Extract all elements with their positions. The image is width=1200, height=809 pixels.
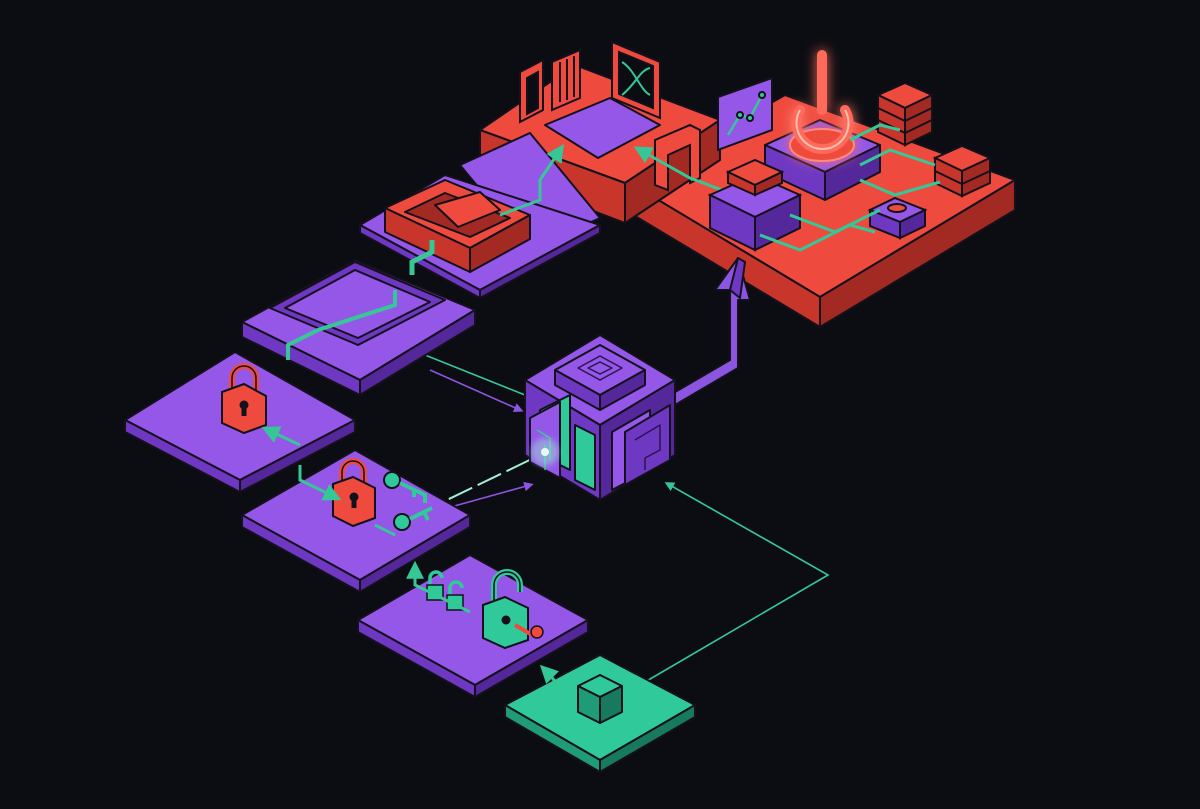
- start-arrow: [539, 664, 576, 702]
- tray-green-path: [286, 290, 397, 360]
- core-glow-center: [541, 448, 549, 456]
- circuit-traces: [759, 123, 941, 252]
- maze-exit-arrow: [499, 144, 564, 217]
- purple-tray: [241, 259, 476, 396]
- server-stack-icon: [932, 144, 993, 198]
- chart-panel-icon: [717, 76, 773, 152]
- connector-tray-to-core-purple: [429, 369, 524, 413]
- upward-arrow: [669, 257, 751, 406]
- button-box: [867, 196, 928, 240]
- lock1-arrow: [261, 426, 301, 447]
- lock-platform-3: [357, 554, 589, 698]
- maze-green-path: [409, 240, 435, 275]
- key-icon: [383, 471, 427, 503]
- key-icon: [513, 623, 544, 639]
- connector-tray-to-core: [424, 354, 526, 396]
- red-island-block: [707, 158, 803, 252]
- shuffle-frame-icon: [611, 40, 661, 120]
- open-padlock-icon: [482, 569, 529, 650]
- maze-platform: [359, 174, 601, 299]
- maze-cube-icon: [524, 334, 676, 501]
- lock2-path: [298, 465, 396, 537]
- cube-icon: [577, 674, 623, 724]
- cage-icon: [551, 48, 581, 112]
- lock3-path: [406, 560, 471, 614]
- connector-green-to-core: [644, 482, 830, 683]
- gate-green-path: [633, 146, 736, 197]
- key-icon: [393, 506, 433, 531]
- door-icon: [519, 58, 544, 124]
- lock-icon: [221, 363, 267, 435]
- power-symbol-icon: [789, 50, 855, 162]
- server-stack-icon: [875, 81, 935, 147]
